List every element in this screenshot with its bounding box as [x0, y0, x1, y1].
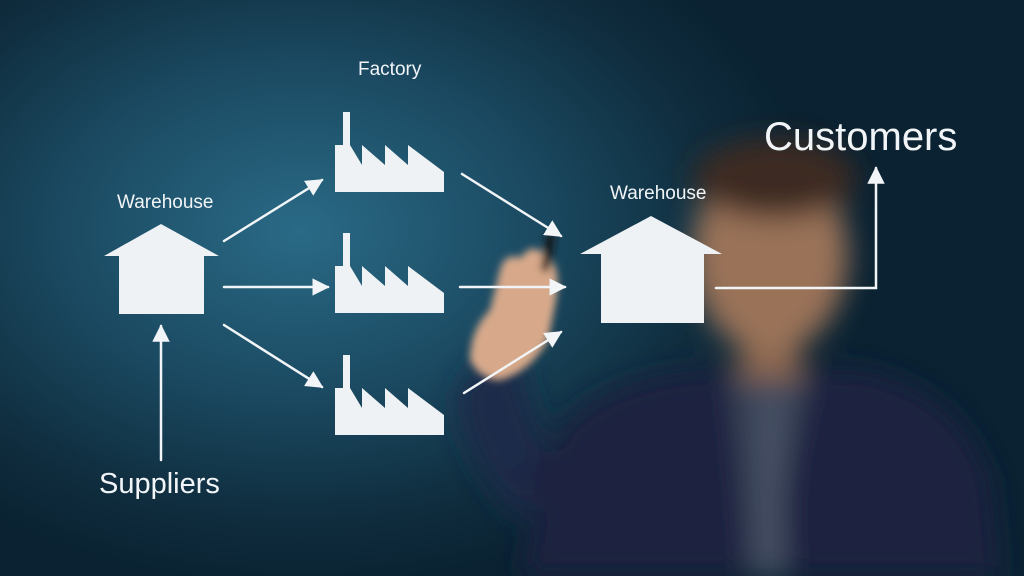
- factory-bottom-icon: [335, 355, 444, 435]
- arrow-factory-bottom-to-warehouse: [462, 330, 563, 395]
- arrow-factory-top-to-warehouse: [460, 172, 563, 238]
- factory-label: Factory: [358, 59, 422, 80]
- arrow-warehouse-to-factory-top: [222, 178, 324, 243]
- warehouse-left-label: Warehouse: [117, 192, 214, 213]
- factory-top-icon: [335, 112, 444, 192]
- arrow-warehouse-to-factory-bottom: [222, 323, 324, 389]
- blurred-person: [455, 138, 1000, 576]
- arrow-warehouse-to-customers: [714, 166, 885, 290]
- factory-middle-icon: [335, 233, 444, 313]
- warehouse-right-icon: [580, 216, 722, 323]
- warehouse-left-icon: [104, 224, 219, 314]
- suppliers-label: Suppliers: [99, 468, 220, 500]
- customers-label: Customers: [764, 115, 958, 159]
- warehouse-right-label: Warehouse: [610, 183, 707, 204]
